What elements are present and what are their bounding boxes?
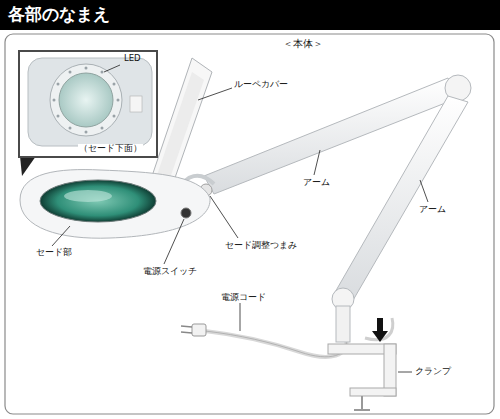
part-label: LED: [124, 54, 141, 64]
loupe-cover: [150, 58, 212, 192]
part-label: 電源スイッチ: [142, 266, 198, 276]
inset-box: LED （セード下面）: [18, 50, 158, 158]
post: [336, 306, 350, 342]
part-label: アーム: [418, 204, 447, 214]
plug: [181, 324, 206, 336]
power-cord: [205, 331, 347, 357]
part-label: 電源コード: [220, 292, 267, 302]
inset-caption: （セード下面）: [78, 144, 143, 154]
leader-lines: [52, 88, 428, 372]
shade-underside: [20, 52, 156, 156]
section-label: ＜本体＞: [282, 38, 324, 50]
part-label: セード調整つまみ: [224, 240, 298, 250]
lower-arm: [334, 96, 468, 302]
clamp: [328, 344, 396, 410]
diagram-title: 各部のなまえ: [8, 5, 110, 25]
inset-pointer: [20, 156, 36, 176]
part-label: クランプ: [414, 366, 452, 376]
part-label: アーム: [302, 177, 331, 187]
shade: [20, 170, 210, 239]
header-band: [0, 0, 500, 30]
part-label: セード部: [35, 247, 73, 257]
frame: [5, 34, 494, 414]
mount-arrow: [372, 318, 388, 342]
part-label: ルーペカバー: [233, 79, 289, 89]
power-cord-edge: [205, 331, 347, 357]
